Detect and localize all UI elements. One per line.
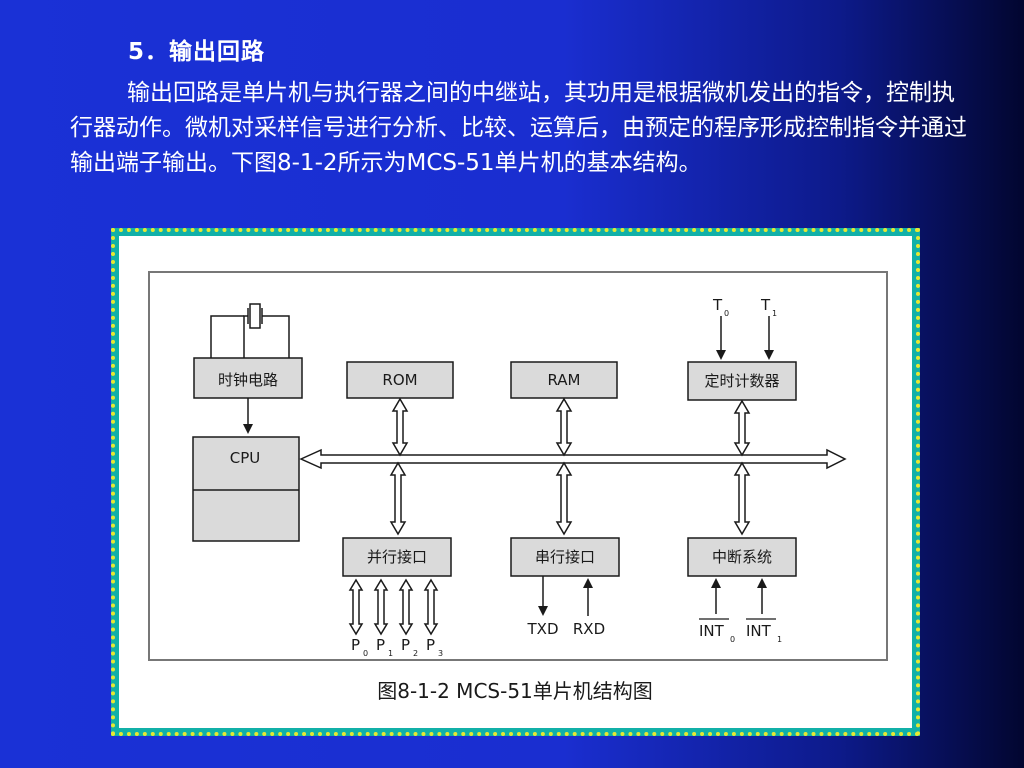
p3-subscript: 3 [438, 649, 443, 658]
p0-label: P [351, 636, 360, 654]
figure-frame: 时钟电路 CPU ROM RAM 定时计数器 T 0 T 1 [111, 228, 920, 736]
serial-interface-label: 串行接口 [535, 548, 595, 566]
figure-panel: 时钟电路 CPU ROM RAM 定时计数器 T 0 T 1 [119, 236, 912, 728]
interrupt-system-block [687, 537, 797, 577]
timer-counter-block [687, 361, 797, 401]
p0-port-arrow [348, 578, 364, 636]
crystal-oscillator [210, 303, 290, 358]
ram-block [510, 361, 618, 399]
int1-subscript: 1 [777, 635, 782, 644]
interrupt-bus-link [733, 461, 751, 536]
p1-subscript: 1 [388, 649, 393, 658]
parallel-interface-block [342, 537, 452, 577]
int0-label: INT [699, 622, 725, 640]
parallel-interface-label: 并行接口 [367, 548, 427, 566]
body-paragraph: 输出回路是单片机与执行器之间的中继站，其功用是根据微机发出的指令，控制执行器动作… [70, 80, 967, 176]
p3-port-arrow [423, 578, 439, 636]
parallel-bus-link [389, 461, 407, 536]
p2-port-arrow [398, 578, 414, 636]
cpu-block [192, 436, 300, 542]
ram-bus-link [555, 397, 573, 457]
p0-subscript: 0 [363, 649, 368, 658]
p1-port-arrow [373, 578, 389, 636]
serial-bus-link [555, 461, 573, 536]
int1-label: INT [746, 622, 772, 640]
timer-counter-label: 定时计数器 [704, 372, 779, 390]
int0-subscript: 0 [730, 635, 735, 644]
p3-label: P [426, 636, 435, 654]
figure-caption: 图8-1-2 MCS-51单片机结构图 [377, 679, 653, 703]
system-bus [299, 448, 847, 470]
cpu-label: CPU [230, 449, 261, 467]
interrupt-system-label: 中断系统 [712, 548, 772, 566]
p2-label: P [401, 636, 410, 654]
clock-circuit-block [193, 357, 303, 399]
section-heading: 5．输出回路 [128, 39, 266, 65]
p2-subscript: 2 [413, 649, 418, 658]
clock-circuit-label: 时钟电路 [218, 371, 278, 389]
txd-label: TXD [527, 620, 559, 638]
p1-label: P [376, 636, 385, 654]
timer-bus-link [733, 399, 751, 457]
serial-interface-block [510, 537, 620, 577]
rom-label: ROM [382, 371, 417, 389]
ram-label: RAM [547, 371, 580, 389]
rom-bus-link [391, 397, 409, 457]
t1-label: T [760, 296, 771, 314]
t0-subscript: 0 [724, 309, 729, 318]
diagram-border [148, 271, 888, 661]
rxd-label: RXD [573, 620, 605, 638]
t0-label: T [712, 296, 723, 314]
mcs51-structure-diagram: 时钟电路 CPU ROM RAM 定时计数器 T 0 T 1 [148, 271, 888, 703]
t1-subscript: 1 [772, 309, 777, 318]
